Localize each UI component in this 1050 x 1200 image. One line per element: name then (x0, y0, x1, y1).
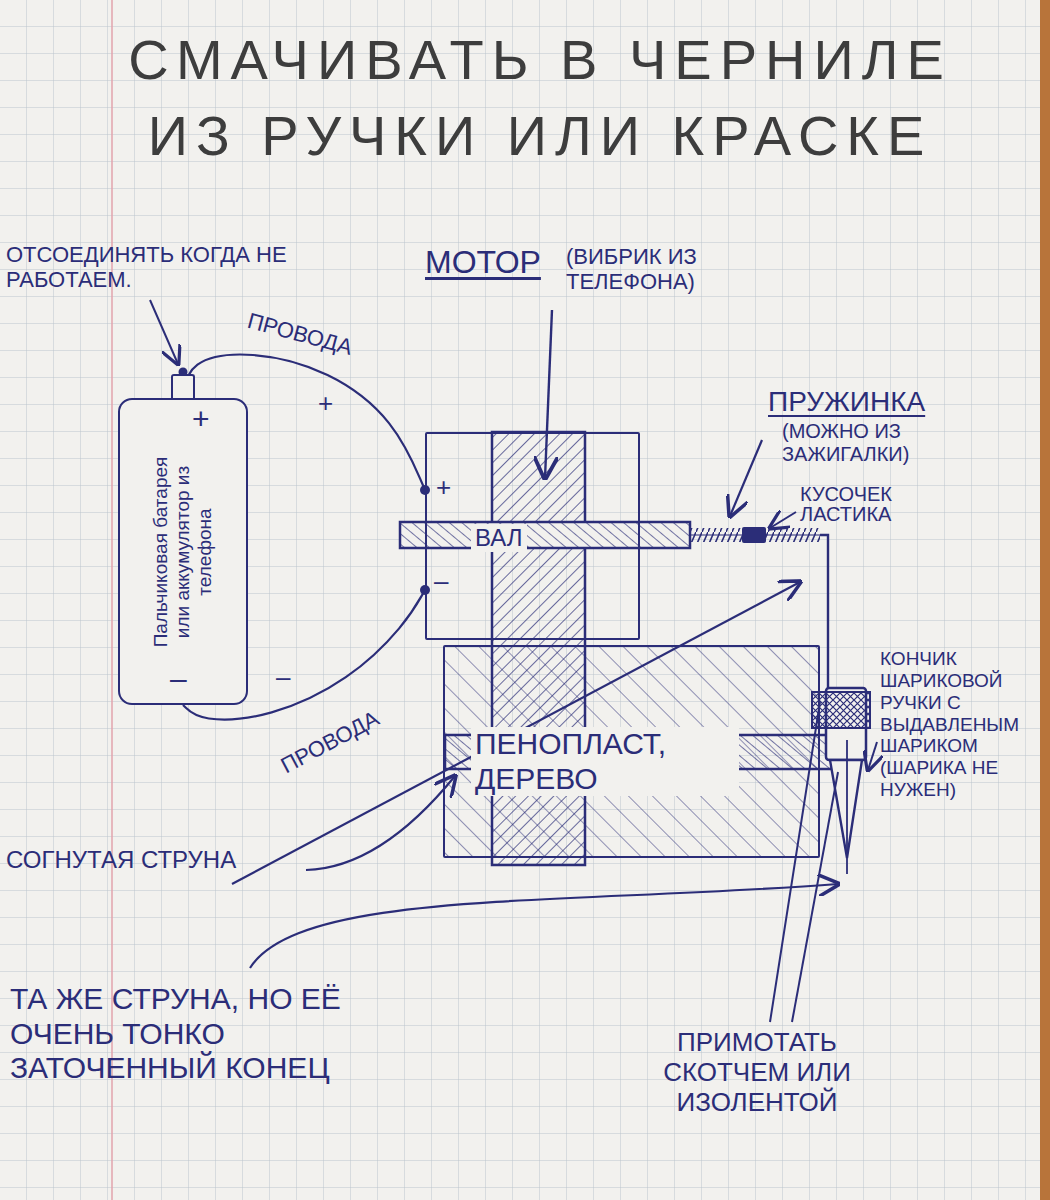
leader-line (545, 310, 552, 478)
node-text: ПЕНОПЛАСТ, ДЕРЕВО (471, 727, 739, 796)
polarity-sign: + (318, 390, 333, 416)
leader-line (250, 884, 838, 968)
polarity-sign: – (276, 664, 290, 690)
sharpened-needle (846, 740, 848, 874)
polarity-sign: + (192, 404, 210, 434)
title-text: СМАЧИВАТЬ В ЧЕРНИЛЕ ИЗ РУЧКИ ИЛИ КРАСКЕ (80, 22, 1000, 173)
annotation-label: ПРИМОТАТЬ СКОТЧЕМ ИЛИ ИЗОЛЕНТОЙ (612, 1028, 902, 1118)
pen-tip-cone (830, 760, 862, 858)
annotation-label: МОТОР (425, 244, 541, 281)
polarity-sign: – (170, 664, 187, 694)
wooden-table-edge (1040, 0, 1050, 1200)
shaft-ground (400, 522, 690, 548)
annotation-label: ОТСОЕДИНЯТЬ КОГДА НЕ РАБОТАЕМ. (6, 242, 306, 293)
node-text: ВАЛ (471, 524, 527, 552)
leader-line (232, 582, 800, 884)
leader-line (306, 776, 455, 870)
bent-string (820, 535, 828, 692)
annotation-label: ПРУЖИНКА (768, 386, 925, 418)
spring (690, 528, 820, 542)
polarity-sign: + (436, 474, 451, 500)
leader-line (770, 512, 796, 528)
battery-terminal (171, 374, 195, 398)
shaft (400, 522, 690, 548)
annotation-label: (ВИБРИК ИЗ ТЕЛЕФОНА) (566, 244, 766, 295)
leader-line (792, 772, 838, 1022)
leader-line (150, 300, 178, 364)
wire-label: ПРОВОДА (277, 706, 384, 779)
battery-box: Пальчиковая батарея или аккумулятор из т… (118, 398, 248, 705)
eraser-piece (742, 527, 766, 543)
motor-core (492, 432, 585, 865)
annotation-label: СОГНУТАЯ СТРУНА (6, 846, 236, 874)
leader-line (730, 440, 762, 516)
polarity-sign: – (434, 568, 448, 594)
foam-wood-block: ПЕНОПЛАСТ, ДЕРЕВО (443, 645, 820, 858)
motor-box: ВАЛ (425, 432, 640, 640)
leader-line (868, 742, 877, 770)
annotation-label: КОНЧИК ШАРИКОВОЙ РУЧКИ С ВЫДАВЛЕНЫМ ШАРИ… (880, 648, 1038, 801)
annotation-label: ТА ЖЕ СТРУНА, НО ЕЁ ОЧЕНЬ ТОНКО ЗАТОЧЕНН… (10, 982, 410, 1086)
leader-line (770, 702, 820, 1022)
tape-wrap (812, 692, 870, 728)
node-text: Пальчиковая батарея или аккумулятор из т… (150, 442, 216, 662)
annotation-label: (МОЖНО ИЗ ЗАЖИГАЛКИ) (782, 420, 1032, 466)
wire-label: ПРОВОДА (245, 308, 355, 360)
annotation-label: КУСОЧЕК ЛАСТИКА (800, 484, 970, 524)
